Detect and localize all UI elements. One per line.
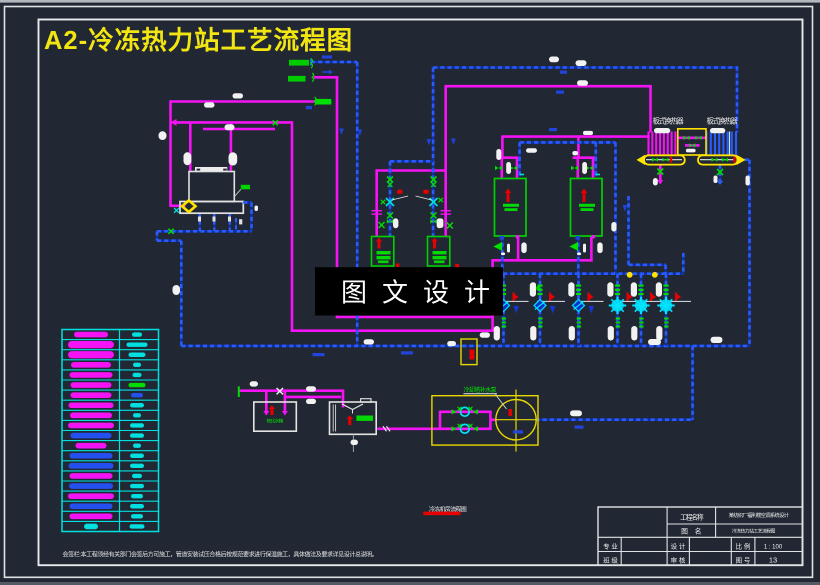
svg-text:设 计: 设 计 [671, 542, 686, 551]
svg-text:图 名: 图 名 [681, 527, 701, 536]
svg-text:A2-冷冻热力站工艺流程图: A2-冷冻热力站工艺流程图 [44, 26, 353, 55]
svg-text:板式换热器: 板式换热器 [707, 117, 738, 126]
svg-text:板式换热器: 板式换热器 [653, 117, 684, 126]
svg-text:比 例: 比 例 [736, 542, 751, 551]
svg-text:图文设计: 图文设计 [341, 278, 505, 308]
svg-text:会签栏:本工程须经有关部门会签后方可施工，管道安装试压合格后: 会签栏:本工程须经有关部门会签后方可施工，管道安装试压合格后按规范要求进行保温施… [63, 551, 378, 559]
svg-text:冷冻机房流程图: 冷冻机房流程图 [429, 506, 467, 514]
svg-text:专 业: 专 业 [603, 542, 618, 551]
svg-text:审 核: 审 核 [671, 556, 686, 565]
svg-text:冷冻热力站工艺流程图: 冷冻热力站工艺流程图 [732, 528, 776, 535]
svg-text:图 号: 图 号 [736, 557, 751, 565]
svg-text:某纺织厂福利楼空调系统设计: 某纺织厂福利楼空调系统设计 [729, 511, 789, 519]
svg-text:班 级: 班 级 [603, 556, 618, 565]
svg-text:冷却塔补水泵: 冷却塔补水泵 [464, 386, 497, 394]
svg-text:1 : 100: 1 : 100 [764, 545, 783, 551]
svg-text:软化水箱: 软化水箱 [267, 417, 284, 424]
svg-text:13: 13 [769, 556, 777, 565]
svg-text:工程名称: 工程名称 [680, 513, 704, 522]
